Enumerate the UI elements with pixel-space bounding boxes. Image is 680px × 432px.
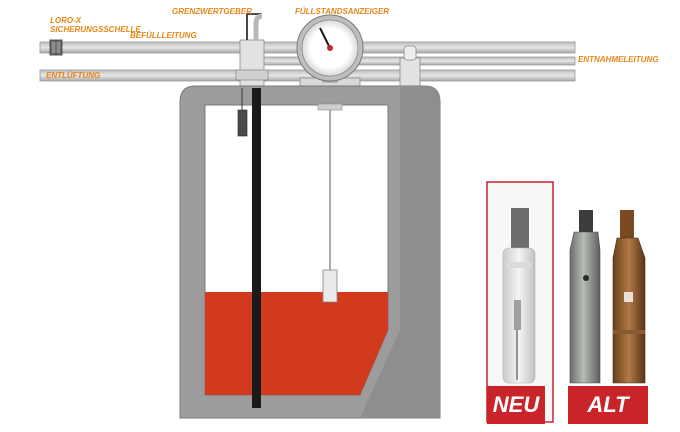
label-entnahmeleitung: ENTNAHMELEITUNG [578, 55, 659, 64]
old-badge [568, 386, 648, 424]
limit-sensor-head [237, 109, 248, 137]
label-befuellleitung: BEFÜLLLEITUNG [130, 31, 197, 40]
old-sensor-1-tip [579, 210, 593, 232]
old-badge-label: ALT [587, 392, 629, 417]
fill-connector [253, 13, 263, 40]
new-badge-label: NEU [492, 392, 540, 417]
gauge-hub [327, 45, 333, 51]
liquid [205, 292, 388, 395]
gauge-needle [319, 27, 331, 49]
tank-right-shade [360, 86, 440, 418]
right-fitting-cap [403, 45, 417, 61]
old-sensor-2-mark [624, 292, 633, 302]
label-grenzwertgeber: GRENZWERTGEBER [172, 7, 252, 16]
old-sensor-2-body [612, 237, 646, 384]
new-sensor-ring [506, 262, 532, 268]
left-fitting-collar [235, 69, 269, 81]
float-weight [322, 269, 338, 303]
label-entlueftung: ENTLÜFTUNG [46, 71, 101, 80]
left-fitting [239, 39, 265, 89]
label-loro-x-line2: SICHERUNGSSCHELLE [50, 25, 141, 34]
new-badge [487, 386, 545, 424]
old-sensor-2-ring [613, 330, 645, 334]
new-sensor-slot [514, 300, 521, 330]
new-sensor-tip [511, 208, 529, 250]
old-sensor-2-tip [620, 210, 634, 238]
right-fitting [399, 57, 421, 89]
limit-sensor-rod [252, 88, 261, 408]
loro-x-clamp-icon [49, 39, 63, 56]
label-loro-x-line1: LORO-X [50, 16, 82, 25]
label-fuellstandsanzeiger: FÜLLSTANDSANZEIGER [295, 7, 390, 16]
old-sensor-1-body [569, 231, 601, 384]
label-loro-x: LORO-X SICHERUNGSSCHELLE [50, 16, 141, 34]
old-sensor-1-hole [583, 275, 589, 281]
limit-sensor-cable [246, 13, 262, 40]
float-hanger [317, 103, 343, 111]
